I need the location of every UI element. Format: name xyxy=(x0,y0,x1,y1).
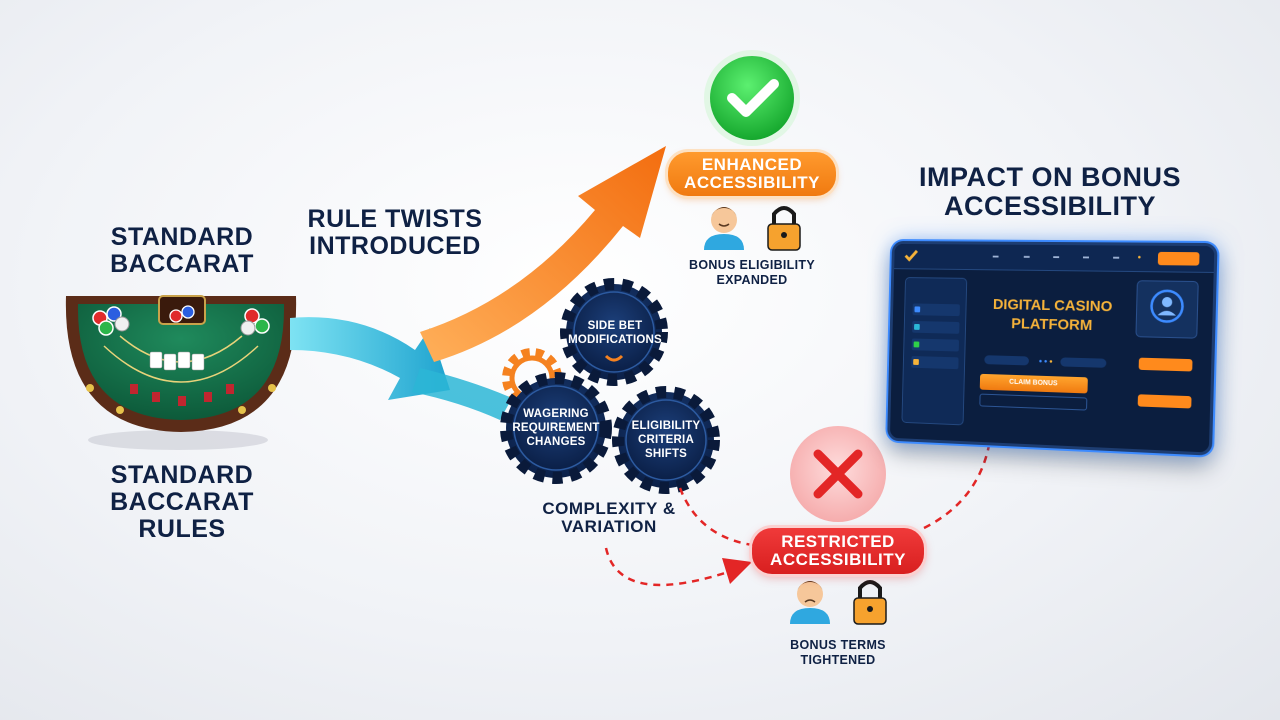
enhanced-caption: BONUS ELIGIBILITY EXPANDED xyxy=(689,258,815,287)
baccarat-table-illustration xyxy=(65,295,297,450)
login-button xyxy=(1157,251,1200,266)
lock-icon xyxy=(853,580,887,625)
complexity-label: COMPLEXITY & VARIATION xyxy=(542,499,676,537)
red-x-icon xyxy=(790,426,886,522)
user-avatar-icon xyxy=(1137,285,1198,327)
platform-top-bar: ▬ ▬ ▬ ▬ ▬ ● xyxy=(894,243,1215,273)
gear-eligibility-label: ELIGIBILITY CRITERIA SHIFTS xyxy=(631,420,701,460)
restricted-caption: BONUS TERMS TIGHTENED xyxy=(790,638,886,667)
teal-flow-arrow xyxy=(290,317,512,420)
restricted-accessibility-badge: RESTRICTED ACCESSIBILITY xyxy=(752,528,924,574)
lock-icon xyxy=(767,206,801,251)
red-arrowhead xyxy=(722,558,752,584)
platform-right-panel xyxy=(1129,280,1203,435)
sad-person-icon xyxy=(790,581,830,624)
gear-wagering-label: WAGERING REQUIREMENT CHANGES xyxy=(512,408,600,448)
impact-title: IMPACT ON BONUS ACCESSIBILITY xyxy=(919,162,1181,222)
platform-sub-button xyxy=(979,393,1088,411)
platform-orange-button xyxy=(1137,394,1192,409)
platform-control xyxy=(1060,357,1107,368)
standard-baccarat-title: STANDARD BACCARAT xyxy=(110,223,254,278)
gear-group xyxy=(500,278,720,494)
rule-twists-label: RULE TWISTS INTRODUCED xyxy=(307,205,483,260)
check-logo-icon xyxy=(904,248,919,264)
enhanced-accessibility-badge: ENHANCED ACCESSIBILITY xyxy=(668,152,836,196)
standard-baccarat-rules-label: STANDARD BACCARAT RULES xyxy=(110,461,254,543)
platform-orange-button xyxy=(1138,357,1193,372)
platform-sidebar xyxy=(901,277,968,426)
platform-control xyxy=(984,355,1030,366)
orange-up-arrow xyxy=(420,146,666,362)
avatar xyxy=(1135,280,1199,339)
carousel-dots: ● ● ● xyxy=(1038,358,1053,366)
casino-platform-tablet: ▬ ▬ ▬ ▬ ▬ ● DIGITAL CASINO PLATFORM ● ● … xyxy=(887,240,1218,456)
nav-dot: ▬ xyxy=(1023,253,1030,260)
coin-icon: ● xyxy=(1137,254,1142,261)
gear-side-bet-label: SIDE BET MODIFICATIONS xyxy=(568,320,662,346)
green-check-icon xyxy=(704,50,800,146)
nav-dot: ▬ xyxy=(1053,254,1060,261)
happy-person-icon xyxy=(704,207,744,250)
nav-dot: ▬ xyxy=(992,253,999,260)
nav-dot: ▬ xyxy=(1113,254,1120,261)
nav-dot: ▬ xyxy=(1082,254,1090,261)
dashed-red-connectors xyxy=(604,439,992,587)
platform-title: DIGITAL CASINO PLATFORM xyxy=(992,296,1113,334)
claim-bonus-button: CLAIM BONUS xyxy=(979,373,1088,394)
